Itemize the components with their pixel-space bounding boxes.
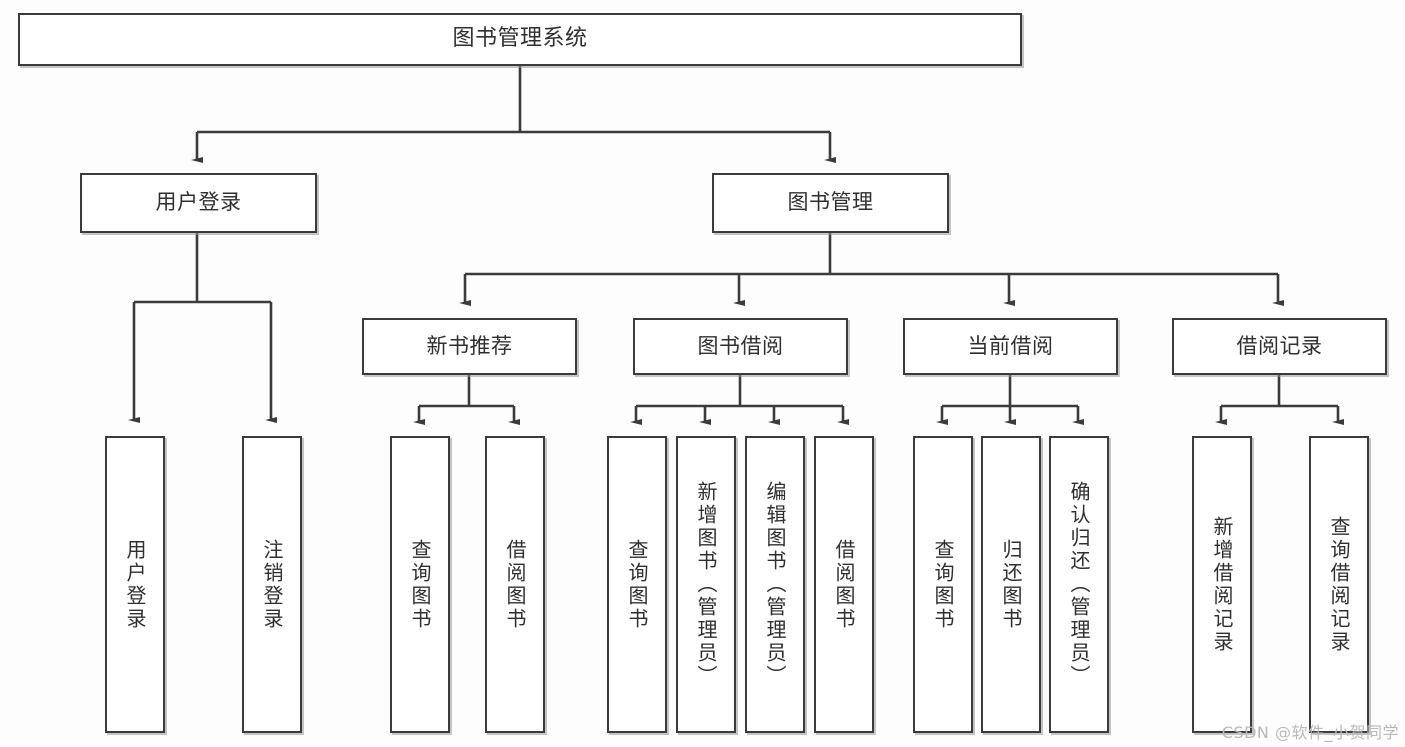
node-label: 用户登录: [155, 190, 242, 215]
leaf-borrow-query-book[interactable]: 查询图书: [607, 436, 667, 733]
node-label: 图书管理系统: [452, 26, 588, 52]
node-label: 确认归还（管理员）: [1067, 481, 1091, 688]
leaf-current-query-book[interactable]: 查询图书: [913, 436, 973, 733]
node-label: 查询图书: [625, 538, 649, 631]
node-label: 新增借阅记录: [1210, 515, 1234, 654]
leaf-record-add-record[interactable]: 新增借阅记录: [1192, 436, 1252, 733]
leaf-current-return-book[interactable]: 归还图书: [981, 436, 1041, 733]
node-user-login[interactable]: 用户登录: [80, 173, 317, 233]
leaf-borrow-borrow-book[interactable]: 借阅图书: [814, 436, 874, 733]
node-current-borrow[interactable]: 当前借阅: [903, 318, 1118, 375]
leaf-current-confirm-return-admin[interactable]: 确认归还（管理员）: [1049, 436, 1109, 733]
leaf-new-book-borrow[interactable]: 借阅图书: [485, 436, 545, 733]
node-label: 用户登录: [123, 538, 147, 631]
node-label: 新书推荐: [426, 333, 513, 358]
watermark: CSDN @软件_小贺同学: [1221, 723, 1399, 742]
node-book-borrow[interactable]: 图书借阅: [633, 318, 848, 375]
node-book-management[interactable]: 图书管理: [712, 173, 949, 233]
leaf-new-book-query[interactable]: 查询图书: [390, 436, 450, 733]
leaf-user-login-logout[interactable]: 注销登录: [242, 436, 302, 733]
node-label: 查询借阅记录: [1327, 515, 1351, 654]
leaf-record-query-record[interactable]: 查询借阅记录: [1309, 436, 1369, 733]
node-label: 查询图书: [931, 538, 955, 631]
node-root-system[interactable]: 图书管理系统: [18, 13, 1022, 66]
node-label: 借阅图书: [503, 538, 527, 631]
node-label: 借阅记录: [1236, 333, 1323, 358]
node-label: 借阅图书: [832, 538, 856, 631]
node-label: 查询图书: [408, 538, 432, 631]
node-label: 新增图书（管理员）: [694, 481, 718, 688]
node-label: 归还图书: [999, 538, 1023, 631]
leaf-borrow-edit-book-admin[interactable]: 编辑图书（管理员）: [745, 436, 805, 733]
node-borrow-record[interactable]: 借阅记录: [1172, 318, 1387, 375]
node-label: 编辑图书（管理员）: [763, 481, 787, 688]
node-label: 图书借阅: [697, 333, 784, 358]
node-label: 图书管理: [787, 190, 874, 215]
leaf-user-login-login[interactable]: 用户登录: [105, 436, 165, 733]
leaf-borrow-add-book-admin[interactable]: 新增图书（管理员）: [676, 436, 736, 733]
node-label: 注销登录: [260, 538, 284, 631]
node-new-book-recommend[interactable]: 新书推荐: [362, 318, 577, 375]
node-label: 当前借阅: [967, 333, 1054, 358]
